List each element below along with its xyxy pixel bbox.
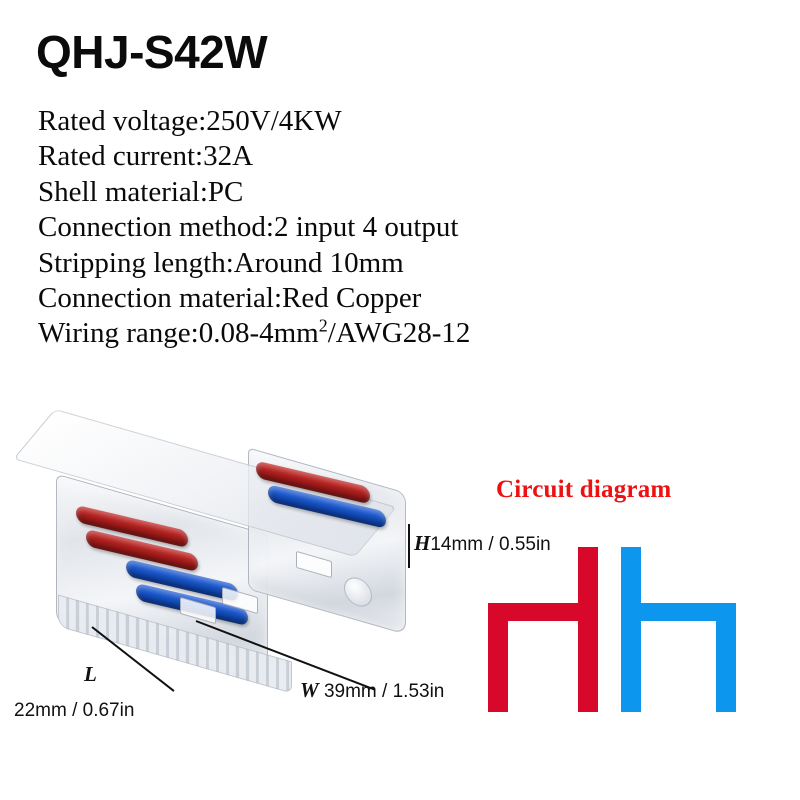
spec-stripping-length: Stripping length:Around 10mm	[38, 246, 404, 279]
circuit-red-stem	[578, 547, 598, 712]
circuit-diagram: Circuit diagram	[480, 472, 790, 720]
height-dimension-letter: H	[414, 531, 431, 555]
width-dimension-value: 39mm / 1.53in	[323, 681, 445, 702]
page-title: QHJ-S42W	[36, 26, 268, 78]
specification-list: Rated voltage:250V/4KW Rated current:32A…	[38, 104, 658, 352]
circuit-blue-right-leg	[716, 603, 736, 712]
height-dimension-label: H14mm / 0.55in	[414, 531, 551, 556]
circuit-blue-crossbar	[621, 603, 736, 621]
spec-shell-material: Shell material:PC	[38, 175, 244, 208]
height-dimension-value: 14mm / 0.55in	[430, 534, 551, 555]
width-dimension-letter: W	[300, 678, 319, 702]
width-dimension-label: W 39mm / 1.53in	[300, 678, 444, 703]
circuit-red-crossbar	[488, 603, 598, 621]
spec-wiring-range: Wiring range:0.08-4mm2/AWG28-12	[38, 315, 471, 350]
height-dimension-line	[408, 524, 410, 568]
spec-connection-material: Connection material:Red Copper	[38, 282, 422, 315]
circuit-red-left-leg	[488, 603, 508, 712]
spec-rated-current: Rated current:32A	[38, 140, 254, 173]
spec-rated-voltage: Rated voltage:250V/4KW	[38, 105, 342, 137]
circuit-diagram-title: Circuit diagram	[496, 476, 672, 503]
length-dimension-letter: L	[84, 662, 97, 686]
circuit-blue-stem	[621, 547, 641, 712]
length-dimension-value: 22mm / 0.67in	[14, 700, 135, 721]
spec-connection-method: Connection method:2 input 4 output	[38, 211, 459, 244]
